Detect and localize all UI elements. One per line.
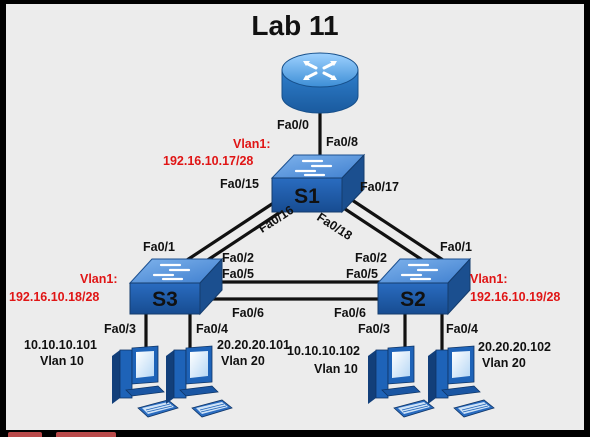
port-label-s1-fa017: Fa0/17	[360, 180, 399, 194]
vlan-label-s3: Vlan1:	[80, 272, 118, 286]
host-ip-pc1: 10.10.10.101	[24, 338, 97, 352]
pc-icon-2[interactable]	[166, 345, 233, 418]
switch-s2-name: S2	[400, 288, 426, 311]
host-ip-pc3: 10.10.10.102	[287, 344, 360, 358]
switch-s1-name: S1	[294, 185, 320, 208]
host-vlan-pc3: Vlan 10	[314, 362, 358, 376]
switch-s2-icon[interactable]: S2	[376, 257, 472, 316]
port-label-s2-fa02: Fa0/2	[355, 251, 387, 265]
port-label-s3-fa04: Fa0/4	[196, 322, 228, 336]
switch-s1-icon[interactable]: S1	[270, 153, 366, 214]
port-label-s3-fa01: Fa0/1	[143, 240, 175, 254]
page-title: Lab 11	[251, 10, 339, 41]
port-label-s1-fa015: Fa0/15	[220, 177, 259, 191]
host-vlan-pc2: Vlan 20	[221, 354, 265, 368]
port-label-s2-fa04: Fa0/4	[446, 322, 478, 336]
pc-icon-4[interactable]	[428, 345, 495, 418]
host-vlan-pc1: Vlan 10	[40, 354, 84, 368]
port-label-s2-fa03: Fa0/3	[358, 322, 390, 336]
bottom-tab-2	[56, 432, 116, 437]
vlan-ip-s1: 192.16.10.17/28	[163, 154, 254, 168]
vlan-label-s2: Vlan1:	[470, 272, 508, 286]
vlan-label-s1: Vlan1:	[233, 137, 271, 151]
port-label-s3-fa03: Fa0/3	[104, 322, 136, 336]
bottom-edge	[0, 430, 590, 437]
bottom-tab-1	[8, 432, 42, 437]
link-s1-s2-a	[350, 198, 448, 264]
port-label-router-fa00: Fa0/0	[277, 118, 309, 132]
pc-icon-3[interactable]	[368, 345, 435, 418]
switch-s3-name: S3	[152, 288, 178, 311]
port-label-s2-fa01: Fa0/1	[440, 240, 472, 254]
links	[144, 111, 448, 352]
host-ip-pc4: 20.20.20.102	[478, 340, 551, 354]
router-icon[interactable]	[281, 52, 359, 114]
port-label-s1-fa08: Fa0/8	[326, 135, 358, 149]
pcs	[112, 345, 495, 418]
vlan-ip-s2: 192.16.10.19/28	[470, 290, 561, 304]
host-vlan-pc4: Vlan 20	[482, 356, 526, 370]
host-ip-pc2: 20.20.20.101	[217, 338, 290, 352]
pc-icon-1[interactable]	[112, 345, 179, 418]
port-label-s3-fa05: Fa0/5	[222, 267, 254, 281]
port-label-s3-fa06: Fa0/6	[232, 306, 264, 320]
port-label-s2-fa06: Fa0/6	[334, 306, 366, 320]
switch-s3-icon[interactable]: S3	[128, 257, 224, 316]
vlan-ip-s3: 192.16.10.18/28	[9, 290, 100, 304]
link-s1-s3-a	[182, 198, 280, 264]
port-label-s2-fa05: Fa0/5	[346, 267, 378, 281]
port-label-s3-fa02: Fa0/2	[222, 251, 254, 265]
